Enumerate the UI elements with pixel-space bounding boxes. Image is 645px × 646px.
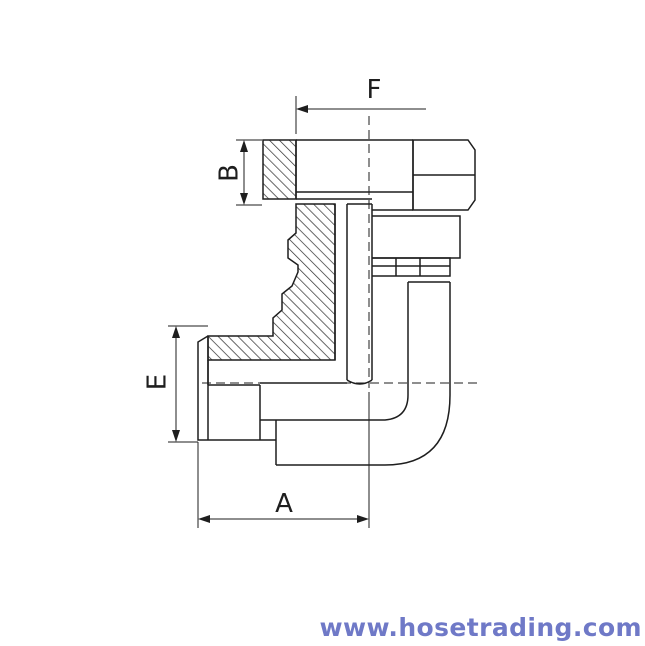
nut-section	[262, 139, 297, 200]
dimension-a	[197, 392, 370, 528]
body-section	[207, 203, 336, 361]
dimension-f	[295, 96, 426, 134]
dimension-label-a: A	[275, 489, 293, 519]
dimension-e	[168, 325, 208, 443]
dimension-label-b: B	[215, 164, 245, 182]
dimension-label-e: E	[143, 374, 173, 390]
dimension-b	[236, 139, 262, 206]
fitting-outline	[197, 139, 476, 466]
watermark: www.hosetrading.com	[320, 613, 642, 642]
dimension-label-f: F	[367, 75, 382, 105]
